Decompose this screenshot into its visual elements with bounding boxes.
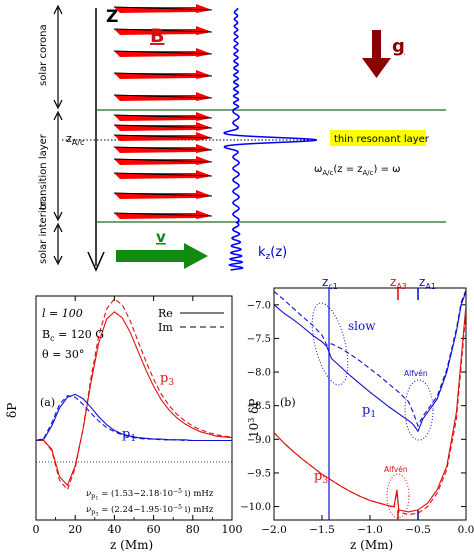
panel-b: −2.0 −1.5 −1.0 −0.5 0.0 −7.0 −7.5 −8.0 −8.5 −9.0 −… — [240, 275, 474, 552]
legend-re-label: Re — [158, 307, 173, 320]
field-arrow — [113, 112, 213, 121]
z-axis-label: Z — [106, 7, 118, 27]
gravity-arrow — [362, 30, 391, 78]
field-B-label: B — [150, 25, 164, 47]
resonant-layer-label: thin resonant layer — [334, 134, 430, 145]
panel-a-label: (a) — [40, 396, 55, 409]
panel-a-curve-p3-label: p3 — [160, 371, 174, 388]
x-tick-label: −2.0 — [261, 524, 287, 536]
y-tick-label: −8.5 — [247, 401, 271, 412]
panel-a-curves — [36, 298, 232, 491]
kz-label: kz(z) — [258, 245, 287, 262]
field-arrow — [113, 70, 213, 79]
kz-wave — [223, 7, 317, 271]
z-axis-arrowhead — [87, 251, 105, 272]
zac-label: zA/c — [66, 132, 84, 147]
region-transition-label: transition layer — [38, 133, 49, 210]
field-arrow — [113, 170, 213, 179]
field-arrow — [113, 210, 213, 219]
mark-zA1-label: zA1 — [419, 275, 436, 291]
y-tick-label: −7.0 — [247, 300, 271, 311]
panel-a-ylabel: δP — [5, 403, 19, 418]
x-tick-label: 0.0 — [458, 524, 474, 536]
y-tick-label: −7.5 — [247, 334, 271, 345]
slow-resonance-oval — [311, 302, 349, 386]
alfven-p1-label: Alfvén — [404, 369, 428, 378]
resonant-layer-highlight — [330, 130, 426, 146]
field-arrow — [113, 156, 213, 165]
panel-a: 0 20 40 60 80 100 δP z (Mm) (a) l = 100 Bc = … — [5, 295, 243, 552]
x-tick-label: 80 — [186, 523, 200, 536]
panel-a-xlabel: z (Mm) — [110, 538, 153, 552]
panel-b-label: (b) — [280, 396, 296, 409]
velocity-arrow — [116, 243, 208, 269]
series-line — [36, 395, 232, 442]
field-arrow — [113, 132, 213, 141]
panel-a-legend: Re Im — [158, 307, 224, 334]
x-tick-label: −1.0 — [357, 524, 383, 536]
field-arrow — [113, 48, 213, 57]
panel-a-ticks: 0 20 40 60 80 100 — [33, 296, 243, 536]
series-line — [36, 298, 232, 491]
panel-b-ticks: −2.0 −1.5 −1.0 −0.5 0.0 −7.0 −7.5 −8.0 −8.5 −9.0 −… — [240, 300, 474, 536]
panel-b-curves — [274, 289, 466, 516]
region-interior-label: solar interior — [38, 199, 49, 264]
y-tick-label: −10.0 — [240, 502, 271, 513]
mark-zA3-label: zA3 — [390, 275, 407, 291]
x-tick-label: 40 — [107, 523, 121, 536]
panel-b-xlabel: z (Mm) — [350, 538, 393, 552]
region-brackets — [53, 4, 63, 266]
x-tick-label: 0 — [33, 523, 40, 536]
param-l: l = 100 — [42, 307, 83, 320]
slow-label: slow — [348, 319, 376, 333]
alfven-p3-label: Alfvén — [384, 465, 408, 474]
y-tick-label: −9.0 — [247, 435, 271, 446]
alfven-p1-oval — [404, 379, 434, 441]
nu-p3: νp3 = (2.24−1.95⋅10−5 i) mHz — [86, 504, 214, 518]
x-tick-label: −0.5 — [405, 524, 431, 536]
y-tick-label: −8.0 — [247, 368, 271, 379]
velocity-v-label: v — [156, 228, 166, 246]
panel-b-curve-p1-label: p1 — [362, 403, 376, 420]
series-line — [274, 311, 466, 516]
field-arrow — [113, 26, 213, 35]
panel-a-curve-p1-label: p1 — [122, 427, 136, 444]
x-tick-label: 60 — [147, 523, 161, 536]
param-B: Bc = 120 G — [42, 328, 104, 343]
x-tick-label: 100 — [222, 523, 243, 536]
field-arrow — [113, 4, 213, 13]
y-tick-label: −9.5 — [247, 468, 271, 479]
mark-zc1-label: zc1 — [322, 275, 338, 291]
gravity-g-label: g — [392, 36, 405, 57]
series-line — [274, 289, 466, 428]
panel-b-ylabel: 103 δP — [247, 399, 261, 439]
resonance-condition: ωA/c(z = zA/c) = ω — [314, 164, 401, 177]
x-tick-label: −1.5 — [309, 524, 335, 536]
alfven-p3-oval — [386, 473, 410, 519]
field-arrow — [113, 92, 213, 101]
series-line — [36, 311, 232, 487]
nu-p1: νp1 = (1.53−2.18⋅10−5 i) mHz — [86, 488, 214, 502]
param-theta: θ = 30° — [42, 348, 84, 361]
region-corona-label: solar corona — [38, 24, 49, 86]
field-arrow — [113, 122, 213, 131]
legend-im-label: Im — [158, 321, 173, 334]
schematic: solar corona transition layer solar inte… — [38, 4, 446, 272]
field-arrow — [113, 190, 213, 199]
panel-b-curve-p3-label: p3 — [314, 469, 328, 486]
field-arrow — [113, 144, 213, 153]
magnetic-field-arrows — [113, 4, 213, 219]
series-line — [274, 291, 466, 433]
x-tick-label: 20 — [68, 523, 82, 536]
